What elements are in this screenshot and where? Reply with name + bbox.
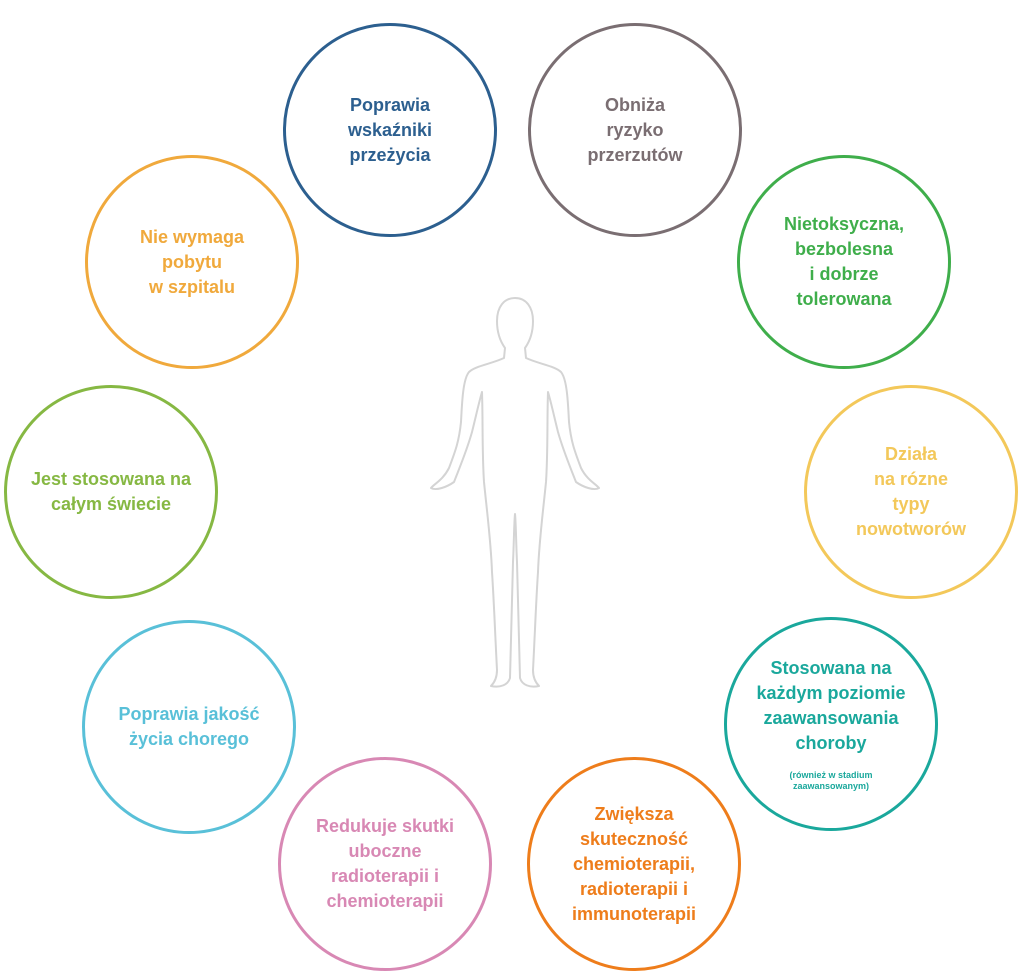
benefit-side-effects-circle: Redukuje skutki uboczne radioterapii i c…	[278, 757, 492, 971]
benefit-metastasis-label: Obniża ryzyko przerzutów	[587, 94, 683, 165]
benefit-no-hospital-circle: Nie wymaga pobytu w szpitalu	[85, 155, 299, 369]
benefit-no-hospital-label: Nie wymaga pobytu w szpitalu	[139, 226, 245, 297]
benefit-any-stage-note: (również w stadium zaawansowanym)	[789, 770, 873, 791]
human-body-outline-path	[430, 297, 600, 688]
benefit-quality-of-life-label: Poprawia jakość życia chorego	[118, 704, 260, 749]
benefit-efficacy-circle: Zwiększa skuteczność chemioterapii, radi…	[527, 757, 741, 971]
benefit-worldwide-label: Jest stosowana na całym świecie	[30, 469, 192, 514]
human-body-outline-icon	[430, 297, 600, 688]
benefit-survival-circle: Poprawia wskaźniki przeżycia	[283, 23, 497, 237]
benefit-nontoxic-label: Nietoksyczna, bezbolesna i dobrze tolero…	[783, 214, 905, 309]
benefit-efficacy-label: Zwiększa skuteczność chemioterapii, radi…	[571, 803, 696, 924]
benefit-worldwide-circle: Jest stosowana na całym świecie	[4, 385, 218, 599]
benefit-survival-label: Poprawia wskaźniki przeżycia	[347, 94, 433, 165]
benefit-side-effects-label: Redukuje skutki uboczne radioterapii i c…	[315, 816, 455, 911]
benefit-metastasis-circle: Obniża ryzyko przerzutów	[528, 23, 742, 237]
benefit-any-stage-circle: Stosowana na każdym poziomie zaawansowan…	[724, 617, 938, 831]
benefit-any-stage-label: Stosowana na każdym poziomie zaawansowan…	[756, 658, 906, 753]
benefit-quality-of-life-circle: Poprawia jakość życia chorego	[82, 620, 296, 834]
benefit-cancer-types-circle: Działa na rózne typy nowotworów	[804, 385, 1018, 599]
benefit-nontoxic-circle: Nietoksyczna, bezbolesna i dobrze tolero…	[737, 155, 951, 369]
benefit-cancer-types-label: Działa na rózne typy nowotworów	[856, 444, 966, 539]
